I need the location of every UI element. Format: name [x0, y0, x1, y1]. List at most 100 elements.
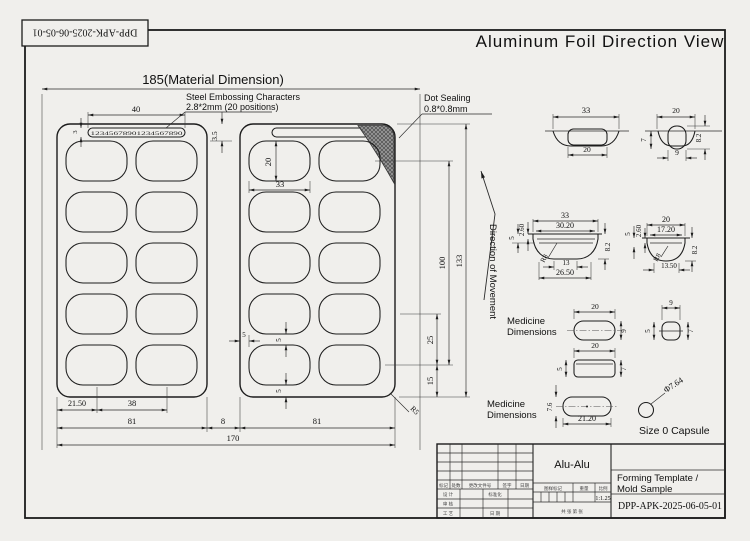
embossed-characters: 12345678901234567890 [91, 131, 183, 137]
svg-text:20: 20 [583, 145, 591, 154]
blister-pocket [248, 344, 311, 386]
svg-text:比例: 比例 [599, 485, 608, 492]
capsule-end [667, 125, 687, 150]
capsule-diameter-circle [637, 401, 655, 419]
blister-pocket [318, 191, 381, 233]
empty-slot [271, 127, 370, 138]
blister-pocket [318, 242, 381, 284]
svg-text:标记: 标记 [439, 482, 448, 489]
dim-slot-width: 40 [87, 104, 186, 128]
right-grid [611, 469, 725, 495]
svg-text:2.8*2mm (20 positions): 2.8*2mm (20 positions) [186, 102, 279, 112]
svg-text:设 计: 设 计 [443, 491, 454, 498]
blister-pocket [318, 140, 381, 182]
svg-text:Dimensions: Dimensions [507, 327, 557, 338]
svg-text:9: 9 [675, 148, 679, 157]
vertical-dimensions: 25 15 100 133 [375, 123, 470, 398]
capsule-diameter-label: Φ7.64 [662, 374, 686, 394]
svg-text:38: 38 [128, 398, 137, 408]
svg-text:工 艺: 工 艺 [443, 511, 454, 516]
svg-text:重量: 重量 [580, 485, 589, 492]
svg-text:7: 7 [620, 367, 628, 371]
svg-text:17.20: 17.20 [657, 225, 675, 234]
svg-text:8.2: 8.2 [691, 245, 699, 254]
material-dim-label: 185(Material Dimension) [142, 72, 284, 87]
svg-text:5: 5 [624, 232, 632, 236]
doc-code-rotated: DPP-APK-2025-06-05-01 [33, 27, 138, 38]
svg-text:7.6: 7.6 [546, 402, 554, 411]
svg-text:9: 9 [669, 299, 673, 307]
bottom-dimensions: 21.50 38 81 8 81 170 [56, 387, 396, 448]
dim-card-top-gap: 3.5 [210, 112, 232, 153]
revision-grid [437, 444, 533, 518]
svg-text:7: 7 [640, 138, 648, 142]
dim-slot-height: 3 [72, 118, 83, 147]
direction-label: Direction of Movement [487, 224, 498, 319]
svg-text:3: 3 [72, 130, 79, 133]
svg-text:共 张 第 张: 共 张 第 张 [561, 508, 583, 515]
svg-text:81: 81 [313, 416, 322, 426]
left-blister-card: 12345678901234567890 [56, 123, 208, 398]
blister-pocket [65, 242, 128, 284]
material-dimension: 185(Material Dimension) [41, 72, 421, 450]
corner-radius-label: R5 [409, 404, 422, 417]
svg-text:133: 133 [454, 255, 464, 268]
blister-pocket [135, 191, 198, 233]
left-card-pockets [65, 140, 198, 386]
blister-pocket [65, 344, 128, 386]
blister-pocket [248, 242, 311, 284]
detail-mold-section-long: 33 30.20 5 2.60 8.2 13 26.50 R8 [508, 211, 612, 280]
svg-text:5: 5 [556, 367, 564, 371]
capsule-size-label: Size 0 Capsule [639, 425, 710, 437]
svg-text:5: 5 [508, 236, 516, 240]
svg-text:8: 8 [221, 416, 225, 426]
blister-pocket [135, 242, 198, 284]
detail-mold-section-end: 20 17.20 5 2.60 8.2 13.50 R8 [624, 215, 699, 273]
middle-grid [533, 482, 611, 503]
svg-text:81: 81 [128, 416, 137, 426]
svg-text:20: 20 [672, 106, 680, 115]
tablet-side-view [573, 359, 616, 378]
svg-text:5: 5 [275, 389, 283, 393]
svg-text:审 核: 审 核 [443, 501, 454, 508]
svg-text:170: 170 [227, 433, 240, 443]
direction-of-movement: Direction of Movement [480, 170, 498, 319]
svg-text:图样标记: 图样标记 [544, 485, 562, 492]
drawing-title-line2: Mold Sample [617, 484, 672, 495]
svg-text:更改文件号: 更改文件号 [469, 482, 492, 489]
svg-text:7: 7 [687, 329, 695, 333]
embossing-slot [87, 127, 186, 138]
svg-text:30.20: 30.20 [556, 221, 574, 230]
svg-text:25: 25 [425, 336, 435, 345]
svg-text:100: 100 [437, 257, 447, 270]
svg-text:20: 20 [591, 341, 599, 350]
blister-pocket [65, 293, 128, 335]
dim-right-card-gaps: 5 5 5 R5 [229, 322, 421, 417]
blister-pocket [65, 140, 128, 182]
svg-text:21.50: 21.50 [68, 399, 86, 408]
svg-text:33: 33 [276, 179, 285, 189]
svg-text:20: 20 [263, 158, 273, 167]
svg-text:2.60: 2.60 [635, 224, 643, 237]
svg-text:Dimensions: Dimensions [487, 410, 537, 421]
svg-text:签字: 签字 [503, 482, 512, 488]
blister-pocket [318, 344, 381, 386]
svg-text:Dot Sealing: Dot Sealing [424, 93, 471, 103]
svg-text:15: 15 [425, 377, 435, 386]
detail-pocket-profile-long: 33 20 [545, 105, 629, 158]
blister-pocket [248, 140, 311, 182]
svg-text:40: 40 [132, 104, 141, 114]
svg-text:20: 20 [591, 302, 599, 311]
drawing-scale: 1:1.25 [595, 496, 610, 502]
svg-text:日 期: 日 期 [490, 511, 501, 517]
svg-text:8.2: 8.2 [695, 133, 703, 142]
svg-text:5: 5 [275, 338, 283, 342]
svg-text:R8: R8 [652, 251, 663, 263]
svg-text:33: 33 [582, 105, 591, 115]
svg-text:处数: 处数 [452, 482, 461, 489]
svg-text:13.50: 13.50 [661, 262, 677, 270]
blister-pocket [135, 140, 198, 182]
svg-text:R8: R8 [539, 252, 550, 264]
svg-text:20: 20 [662, 215, 670, 224]
